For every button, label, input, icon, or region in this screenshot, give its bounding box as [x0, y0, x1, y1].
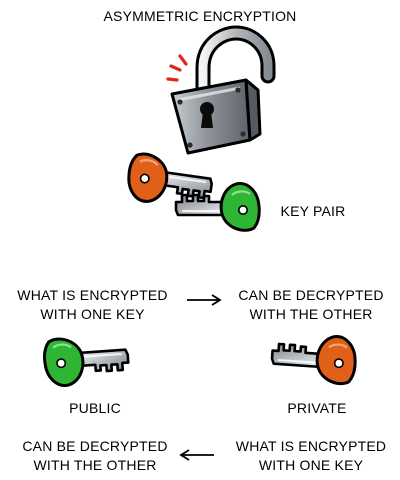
- public-key-label: PUBLIC: [69, 400, 121, 416]
- diagram-title: ASYMMETRIC ENCRYPTION: [103, 8, 297, 24]
- step1-encrypt-line2: WITH ONE KEY: [40, 306, 145, 322]
- step1-encrypt-text: WHAT IS ENCRYPTED WITH ONE KEY: [0, 286, 185, 324]
- public-key-icon: [174, 182, 261, 232]
- alert-marks: [166, 54, 188, 82]
- step1-decrypt-text: CAN BE DECRYPTED WITH THE OTHER: [222, 286, 400, 324]
- open-padlock-icon: [166, 25, 276, 155]
- key-pair-label: KEY PAIR: [280, 203, 346, 219]
- step2-encrypt-text: WHAT IS ENCRYPTED WITH ONE KEY: [222, 437, 400, 475]
- step2-decrypt-text: CAN BE DECRYPTED WITH THE OTHER: [0, 437, 190, 475]
- step2-encrypt-line2: WITH ONE KEY: [258, 457, 364, 473]
- private-key-label: PRIVATE: [287, 400, 347, 416]
- arrow-left-icon: [179, 449, 214, 461]
- arrow-right-icon: [187, 294, 222, 306]
- step1-encrypt-line1: WHAT IS ENCRYPTED: [17, 287, 168, 303]
- key-pair-illustration: [127, 152, 261, 232]
- private-key-icon: [127, 152, 214, 203]
- step2-encrypt-line1: WHAT IS ENCRYPTED: [235, 438, 387, 454]
- step1-decrypt-line2: WITH THE OTHER: [249, 306, 373, 322]
- step2-decrypt-line2: WITH THE OTHER: [33, 457, 157, 473]
- step1-decrypt-line1: CAN BE DECRYPTED: [238, 287, 384, 303]
- public-key-icon: [42, 337, 131, 387]
- private-key-icon: [270, 335, 357, 386]
- step2-decrypt-line1: CAN BE DECRYPTED: [22, 438, 168, 454]
